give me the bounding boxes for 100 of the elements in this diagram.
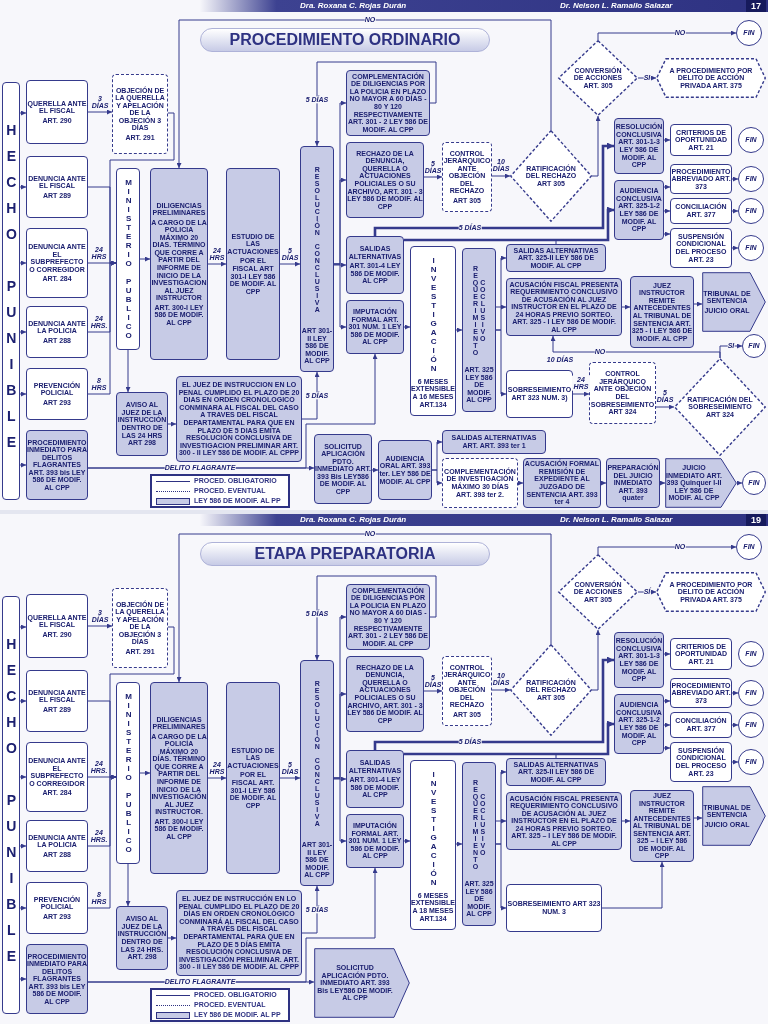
thick-arrow [373,656,614,750]
tall-process-box: HECHO PUNIBLE [2,82,20,500]
arrow [19,624,27,630]
page-panel [0,0,768,510]
arrow [736,480,743,486]
page-panel [0,514,768,1024]
arrow [19,110,27,116]
arrow [19,462,27,468]
arrow [207,775,227,781]
thick-arrow [404,206,614,242]
title-banner: PROCEDIMIENTO ORDINARIO [200,28,490,52]
arrow [597,30,737,41]
arrow [167,935,177,941]
arrow [19,698,27,704]
arrow [663,651,671,657]
thick-arrow [373,142,614,236]
arrow [591,629,601,691]
arrow [314,61,437,147]
arrow [19,976,27,982]
arrow [663,231,671,237]
arrow [314,575,437,661]
arrow [621,818,631,824]
arrow [693,301,703,307]
author-name: Dr. Nelson L. Ramallo Salazar [560,515,673,525]
arrow [495,843,507,911]
arrow [139,256,151,262]
arrow [655,404,675,410]
arrow [19,905,27,911]
arrow [495,818,507,824]
arrow [87,774,117,909]
arrow [621,304,631,310]
arrow [87,109,113,115]
arrow [279,775,301,781]
arrow [176,533,552,683]
arrow [19,184,27,190]
arrow [591,115,601,177]
arrow [403,838,411,844]
arrow [663,745,671,751]
author-name: Dr. Nelson L. Ramallo Salazar [560,1,673,11]
arrow [663,698,671,704]
arrow [167,421,177,427]
arrow [125,863,131,907]
tall-process-box: HECHO PUNIBLE [2,596,20,1014]
title-banner: ETAPA PREPARATORIA [200,542,490,566]
arrow [731,245,739,251]
arrow [19,391,27,397]
arrow [663,137,671,143]
arrow [659,480,666,486]
arrow [333,776,347,782]
arrow [431,469,443,486]
arrow [495,329,507,397]
arrow [125,349,131,393]
arrow [637,589,657,595]
arrow [403,324,411,330]
arrow [550,335,721,359]
arrow [731,759,739,765]
arrow [19,329,27,335]
arrow [601,861,665,909]
arrow [87,623,113,629]
arrow [600,480,607,486]
arrow [517,480,524,486]
tall-process-box: MINISTERIO PUBLICO [116,682,140,864]
arrow [731,722,739,728]
arrow [663,184,671,190]
arrow [19,260,27,266]
arrow [333,263,347,330]
author-name: Dra. Roxana C. Rojas Durán [300,1,407,11]
arrow [423,174,443,180]
arrow [176,19,552,169]
tall-process-box: MINISTERIO PUBLICO [116,168,140,350]
arrow [87,260,117,395]
arrow [663,722,671,728]
arrow [491,173,511,179]
arrow [455,327,463,333]
arrow [637,75,657,81]
arrow [731,208,739,214]
arrow [371,467,379,473]
arrow [731,690,739,696]
arrow [455,841,463,847]
arrow [19,843,27,849]
arrow [333,262,347,268]
arrow [693,815,703,821]
arrow [731,176,739,182]
arrow [19,774,27,780]
arrow [423,688,443,694]
arrow [301,885,320,934]
arrow [491,687,511,693]
thick-arrow [404,720,614,756]
arrow [301,371,320,420]
arrow [139,770,151,776]
page-number: 19 [746,514,766,526]
arrow [279,261,301,267]
arrow [597,544,737,555]
arrow [555,207,615,245]
page-number: 17 [746,0,766,12]
arrow [572,391,590,397]
arrow [663,208,671,214]
arrow [207,261,227,267]
arrow [333,777,347,844]
arrow [555,721,615,759]
